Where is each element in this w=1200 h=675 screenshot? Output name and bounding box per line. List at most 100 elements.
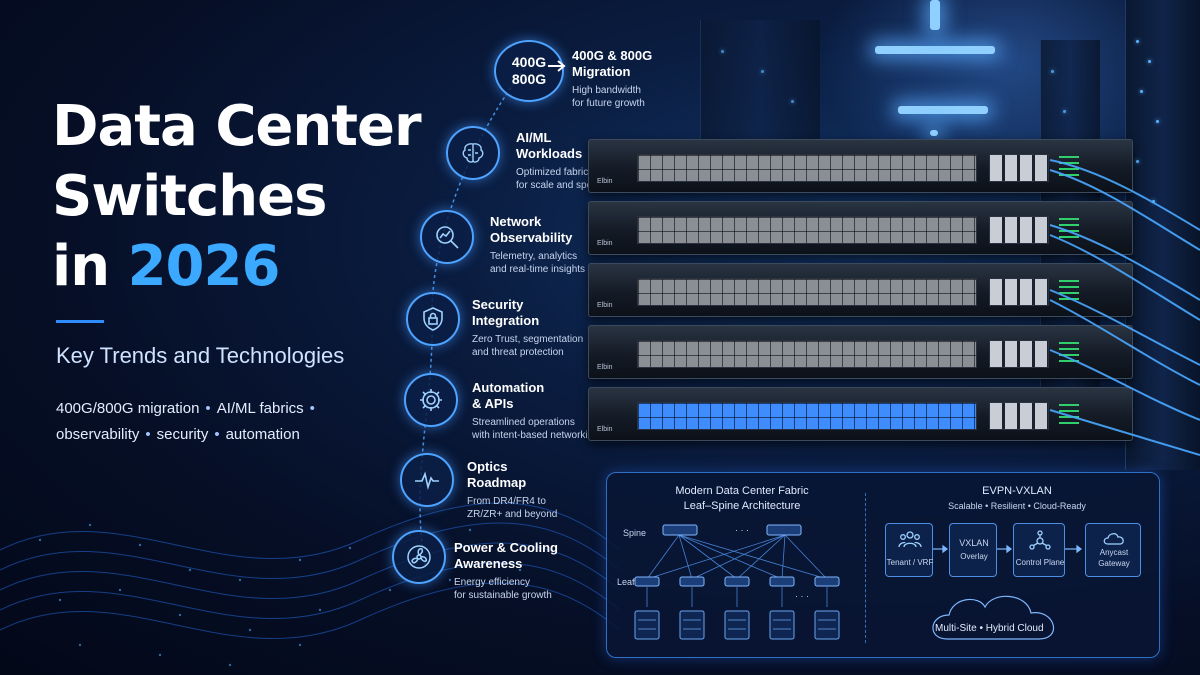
fabric-title: Modern Data Center Fabric [675, 485, 809, 497]
pulse-icon [415, 471, 439, 490]
timeline-circle [404, 373, 458, 427]
port-grid [637, 402, 977, 430]
badge-line-1: 400G [511, 54, 547, 70]
particle-wave [0, 502, 620, 667]
title-line-2: Switches [52, 164, 327, 229]
leaf-spine-diagram [634, 524, 1082, 640]
status-leds [1059, 218, 1079, 242]
timeline-circle [400, 453, 454, 507]
ceiling-light [930, 130, 938, 136]
evpn-step-anycast: Anycast Gateway [1085, 523, 1141, 577]
subtitle: Key Trends and Technologies [56, 343, 345, 368]
tagline-separator: • [309, 400, 315, 417]
evpn-step-label: VXLAN [959, 538, 989, 548]
timeline-item-desc: Energy efficiency [454, 577, 530, 588]
timeline-item-desc: From DR4/FR4 to [467, 496, 546, 507]
port-grid [637, 340, 977, 368]
tagline-item: 400G/800G migration [56, 400, 200, 417]
brain-icon [462, 143, 484, 163]
timeline-item-title: Awareness [454, 556, 523, 571]
timeline-item-title: & APIs [472, 396, 514, 411]
spine-ellipsis: · · · [735, 525, 749, 535]
timeline-item-desc: with intent-based networking [472, 430, 599, 441]
cloud-icon [932, 595, 1055, 640]
timeline-item-desc: Telemetry, analytics [490, 251, 578, 262]
cloud-icon [1103, 533, 1124, 545]
timeline-item-desc: High bandwidth [572, 85, 641, 96]
evpn-title: EVPN-VXLAN [982, 485, 1052, 497]
title-line-3: in 2026 [52, 232, 421, 302]
timeline-item-desc: Streamlined operations [472, 417, 575, 428]
timeline-item-desc: Zero Trust, segmentation [472, 334, 584, 345]
evpn-step-label: Tenant / VRF [886, 558, 934, 567]
uplink-ports [989, 340, 1049, 368]
timeline-item-title: Power & Cooling [454, 540, 558, 555]
switch-brand: Elbin [597, 240, 613, 247]
tagline-item: security [156, 426, 209, 443]
evpn-step-label: Control Plane [1015, 558, 1065, 567]
ceiling-light [875, 46, 995, 54]
tagline-item: AI/ML fabrics [216, 400, 304, 417]
evpn-step-tenant: Tenant / VRF [885, 523, 933, 577]
uplink-ports [989, 278, 1049, 306]
port-grid [637, 278, 977, 306]
arrow-icon [548, 60, 566, 72]
server-rack [700, 20, 820, 140]
tagline-item: observability [56, 426, 140, 443]
timeline-item-title: Observability [490, 230, 573, 245]
tagline-item: automation [225, 426, 300, 443]
fan-icon [407, 545, 431, 569]
timeline-circle [406, 292, 460, 346]
tagline-separator: • [214, 426, 220, 443]
leaf-label: Leaf [617, 577, 635, 587]
timeline-circle [446, 126, 500, 180]
panel-divider [865, 493, 866, 643]
switch-brand: Elbin [597, 426, 613, 433]
timeline-item-title: AI/ML [516, 130, 552, 145]
switch-brand: Elbin [597, 364, 613, 371]
timeline-item-title: Migration [572, 64, 631, 79]
timeline-item-desc: for future growth [572, 98, 645, 109]
switch-unit: Elbin [588, 325, 1133, 379]
evpn-step-label: Anycast [1099, 548, 1129, 557]
timeline-circle [420, 210, 474, 264]
uplink-ports [989, 154, 1049, 182]
timeline-circle [392, 530, 446, 584]
timeline-item-title: Network [490, 214, 542, 229]
switch-unit: Elbin [588, 139, 1133, 193]
timeline-item-title: Security [472, 297, 524, 312]
gear-icon [420, 389, 442, 411]
port-grid [637, 216, 977, 244]
timeline-item-title: 400G & 800G [572, 48, 653, 63]
fabric-panel: Modern Data Center Fabric Leaf–Spine Arc… [606, 472, 1160, 658]
evpn-step-control-plane: Control Plane [1013, 523, 1065, 577]
status-leds [1059, 280, 1079, 304]
title-year: 2026 [127, 234, 281, 299]
leaf-ellipsis: · · · [795, 591, 809, 601]
timeline-item-desc: for sustainable growth [454, 590, 552, 601]
evpn-step-label: Gateway [1098, 559, 1130, 568]
uplink-ports [989, 216, 1049, 244]
switch-stack: Elbin Elbin Elbin Elbin Elbin [588, 135, 1133, 455]
timeline-badge: 400G 800G [494, 40, 564, 102]
spine-label: Spine [623, 528, 647, 538]
timeline-item-desc: ZR/ZR+ and beyond [467, 509, 558, 520]
fabric-subtitle: Leaf–Spine Architecture [683, 500, 801, 512]
title-line-1: Data Center [52, 94, 422, 159]
evpn-step-vxlan: VXLAN Overlay [949, 523, 997, 577]
title-prefix: in [52, 234, 128, 299]
magnifier-chart-icon [436, 226, 459, 249]
shield-lock-icon [423, 307, 443, 331]
switch-unit: Elbin [588, 201, 1133, 255]
ceiling-light [898, 106, 988, 114]
switch-unit: Elbin [588, 387, 1133, 441]
timeline-item-title: Optics [467, 459, 508, 474]
timeline-item-title: Integration [472, 313, 540, 328]
timeline-item-title: Workloads [516, 146, 583, 161]
switch-unit: Elbin [588, 263, 1133, 317]
switch-brand: Elbin [597, 302, 613, 309]
ceiling-light [930, 0, 940, 30]
port-grid [637, 154, 977, 182]
tagline-separator: • [145, 426, 151, 443]
uplink-ports [989, 402, 1049, 430]
